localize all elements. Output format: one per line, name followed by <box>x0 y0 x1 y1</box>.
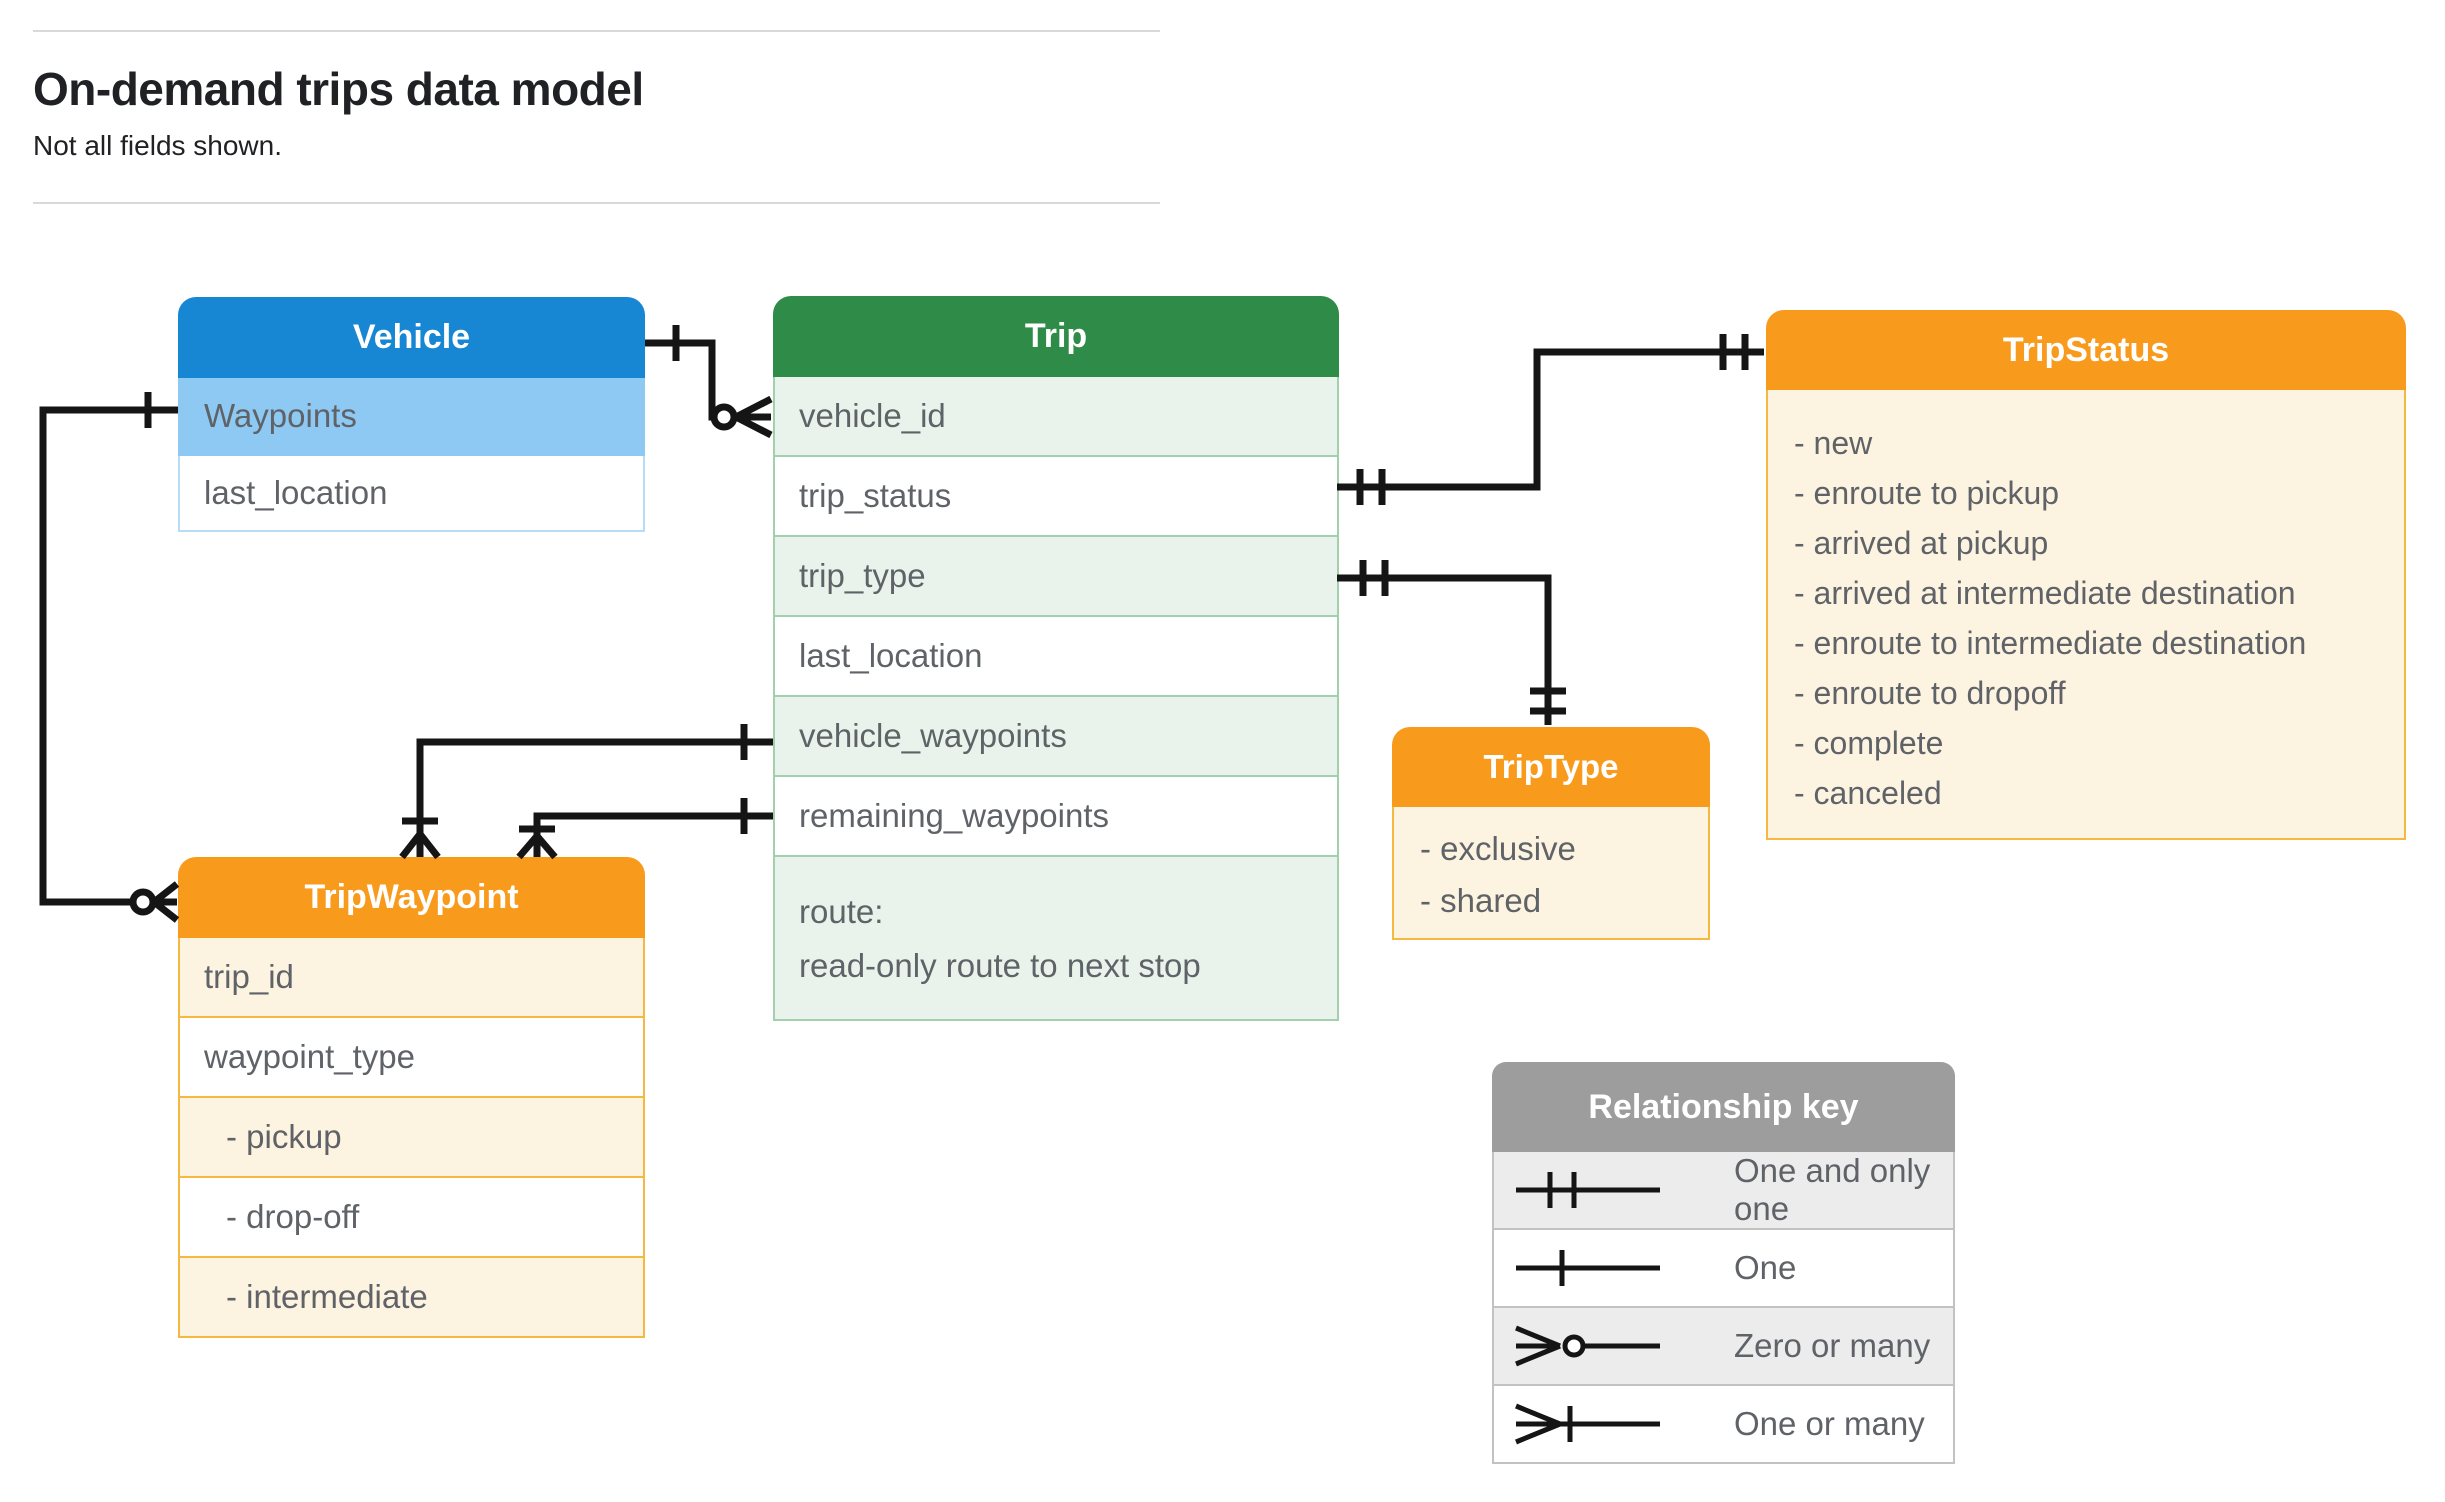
trip-type-connector <box>1337 560 1566 725</box>
top-divider <box>33 30 1160 32</box>
field-vehicle-waypoints: Waypoints <box>178 378 645 456</box>
entity-trip-status: TripStatus - new - enroute to pickup - a… <box>1766 310 2406 840</box>
trip-status-connector <box>1337 334 1764 505</box>
relationship-key-legend: Relationship key One and only one One Ze… <box>1492 1062 1955 1464</box>
trip-status-value: - enroute to pickup <box>1794 475 2060 511</box>
legend-label: One <box>1734 1249 1797 1286</box>
trip-status-value: - complete <box>1794 725 1944 761</box>
trip-type-value: - shared <box>1420 882 1542 919</box>
bottom-divider <box>33 202 1160 204</box>
vehicle-waypoints-tripwaypoint-connector <box>39 392 180 923</box>
field-trip-vehicle-id: vehicle_id <box>773 377 1339 457</box>
legend-row-zero-or-many: Zero or many <box>1492 1308 1955 1386</box>
field-trip-waypoint-type: waypoint_type <box>178 1018 645 1098</box>
legend-header: Relationship key <box>1492 1062 1955 1152</box>
one-and-only-one-marker <box>1359 560 1389 596</box>
zero-or-many-marker <box>734 395 773 439</box>
one-and-only-one-marker <box>1356 469 1386 505</box>
entity-trip-waypoint-header: TripWaypoint <box>178 857 645 938</box>
trip-type-value: - exclusive <box>1420 830 1576 867</box>
trip-vehicle-waypoints-connector <box>399 724 773 860</box>
field-trip-last-location: last_location <box>773 617 1339 697</box>
field-trip-vehicle-waypoints: vehicle_waypoints <box>773 697 1339 777</box>
entity-trip-status-body: - new - enroute to pickup - arrived at p… <box>1766 390 2406 840</box>
one-and-only-one-marker <box>1530 687 1566 715</box>
one-or-many-marker <box>516 825 558 860</box>
one-and-only-one-symbol <box>1516 1172 1660 1208</box>
legend-row-one-or-many: One or many <box>1492 1386 1955 1464</box>
one-and-only-one-marker <box>1719 334 1749 370</box>
trip-remaining-waypoints-connector <box>516 798 773 860</box>
field-trip-type: trip_type <box>773 537 1339 617</box>
trip-waypoint-value-dropoff: - drop-off <box>178 1178 645 1258</box>
field-trip-route-desc: read-only route to next stop <box>799 947 1201 984</box>
entity-trip-header: Trip <box>773 296 1339 377</box>
trip-waypoint-value-pickup: - pickup <box>178 1098 645 1178</box>
one-or-many-symbol <box>1515 1403 1660 1445</box>
field-trip-status: trip_status <box>773 457 1339 537</box>
entity-vehicle: Vehicle Waypoints last_location <box>178 297 645 532</box>
entity-vehicle-header: Vehicle <box>178 297 645 378</box>
legend-row-one-and-only-one: One and only one <box>1492 1152 1955 1230</box>
trip-status-value: - enroute to dropoff <box>1794 675 2066 711</box>
trip-status-value: - canceled <box>1794 775 1942 811</box>
page-subtitle: Not all fields shown. <box>33 130 283 161</box>
trip-status-value: - new <box>1794 425 1873 461</box>
entity-trip-waypoint: TripWaypoint trip_id waypoint_type - pic… <box>178 857 645 1338</box>
trip-waypoint-value-intermediate: - intermediate <box>178 1258 645 1338</box>
one-symbol <box>1516 1250 1660 1286</box>
zero-or-many-marker <box>710 403 738 431</box>
zero-or-many-marker <box>129 888 157 916</box>
field-trip-remaining-waypoints: remaining_waypoints <box>773 777 1339 857</box>
legend-row-one: One <box>1492 1230 1955 1308</box>
one-or-many-marker <box>399 817 441 860</box>
trip-status-value: - enroute to intermediate destination <box>1794 625 2307 661</box>
field-vehicle-last-location: last_location <box>178 456 645 532</box>
vehicle-trip-connector <box>645 325 773 439</box>
zero-or-many-marker <box>151 881 180 923</box>
entity-trip-type: TripType - exclusive - shared <box>1392 727 1710 940</box>
trip-status-value: - arrived at intermediate destination <box>1794 575 2296 611</box>
entity-trip-status-header: TripStatus <box>1766 310 2406 390</box>
field-trip-waypoint-trip-id: trip_id <box>178 938 645 1018</box>
field-trip-route-label: route: <box>799 893 884 930</box>
page-title: On-demand trips data model <box>33 63 644 115</box>
trip-status-value: - arrived at pickup <box>1794 525 2049 561</box>
legend-label: One or many <box>1734 1405 1925 1442</box>
field-trip-route: route: read-only route to next stop <box>773 857 1339 1021</box>
legend-label: Zero or many <box>1734 1327 1931 1364</box>
zero-or-many-symbol <box>1515 1325 1660 1367</box>
entity-trip-type-body: - exclusive - shared <box>1392 807 1710 940</box>
legend-label: One and only one <box>1734 1152 1931 1227</box>
entity-trip-type-header: TripType <box>1392 727 1710 807</box>
entity-trip: Trip vehicle_id trip_status trip_type la… <box>773 296 1339 1021</box>
